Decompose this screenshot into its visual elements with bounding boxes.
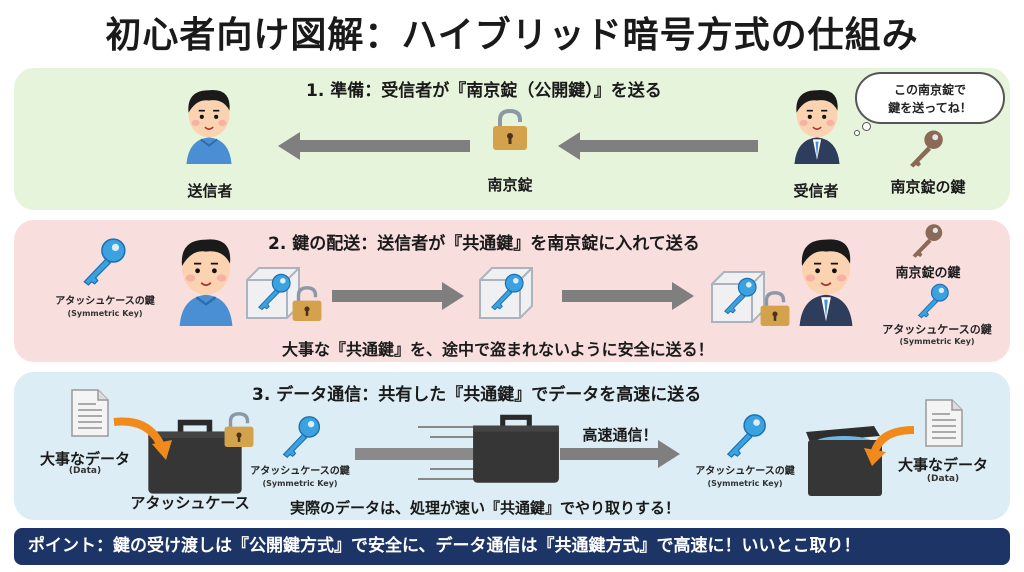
arrow-right-icon	[332, 282, 464, 310]
sym-key-label: アタッシュケースの鍵 (Symmetric Key)	[250, 466, 350, 488]
thought-dot	[854, 130, 860, 136]
padlock-icon	[290, 285, 324, 323]
blue-key-icon	[914, 282, 952, 320]
private-key-label: 南京錠の鍵	[890, 178, 966, 196]
sym-key-label: アタッシュケースの鍵 (Symmetric Key)	[55, 296, 155, 318]
arrow-right-icon	[560, 440, 680, 468]
arrow-right-icon	[562, 282, 694, 310]
arrow-left-icon	[278, 132, 470, 160]
page-title: 初心者向け図解：ハイブリッド暗号方式の仕組み	[105, 15, 919, 56]
sym-key-label-right: アタッシュケースの鍵 (Symmetric Key)	[882, 323, 992, 347]
thought-bubble: この南京錠で 鍵を送ってね！	[855, 72, 1005, 124]
blue-key-icon	[254, 272, 294, 312]
briefcase-icon	[470, 410, 562, 488]
case-label: アタッシュケース	[130, 494, 250, 512]
open-briefcase-icon	[806, 426, 882, 496]
step3-heading: 3. データ通信：共有した『共通鍵』でデータを高速に送る	[252, 385, 702, 405]
step2-caption: 大事な『共通鍵』を、途中で盗まれないように安全に送る！	[282, 340, 714, 359]
sender-label: 送信者	[187, 182, 233, 200]
sym-key-label-right: アタッシュケースの鍵 (Symmetric Key)	[695, 466, 795, 488]
data-label-right: 大事なデータ	[897, 456, 988, 474]
brown-key-icon	[908, 222, 946, 260]
speed-line	[430, 436, 480, 438]
speech-line-2: 鍵を送ってね！	[888, 101, 972, 115]
receiver-label: 受信者	[793, 182, 839, 200]
data-sub-label: (Data)	[68, 466, 102, 476]
arrow-left-icon	[558, 132, 758, 160]
document-icon	[70, 388, 110, 438]
speed-line	[418, 478, 478, 480]
step1-heading: 1. 準備：受信者が『南京錠（公開鍵）』を送る	[306, 81, 662, 101]
blue-key-icon	[720, 276, 760, 316]
sender-person-icon	[178, 82, 240, 164]
blue-key-icon	[278, 414, 324, 460]
speech-line-1: この南京錠で	[893, 83, 966, 97]
step2-heading: 2. 鍵の配送：送信者が『共通鍵』を南京錠に入れて送る	[268, 234, 700, 254]
sender-person-icon	[170, 228, 242, 328]
speed-line	[430, 468, 480, 470]
padlock-icon	[758, 290, 792, 328]
padlock-label: 南京錠	[487, 176, 533, 194]
blue-key-icon	[487, 272, 527, 312]
fast-comm-label: 高速通信！	[582, 426, 658, 444]
receiver-person-icon	[790, 228, 862, 328]
document-icon	[924, 398, 964, 448]
speed-bar	[355, 448, 475, 460]
thought-dot	[862, 122, 871, 131]
blue-key-icon	[722, 412, 770, 460]
orange-arrow-icon	[113, 417, 172, 460]
padlock-icon	[490, 108, 530, 152]
data-label: 大事なデータ	[39, 450, 130, 468]
receiver-person-icon	[786, 82, 848, 164]
orange-arrow-icon	[864, 426, 915, 466]
padlock-icon	[222, 410, 256, 450]
private-key-label: 南京錠の鍵	[895, 266, 961, 281]
point-banner: ポイント：鍵の受け渡しは『公開鍵方式』で安全に、データ通信は『共通鍵方式』で高速…	[14, 528, 1010, 565]
speed-line	[418, 426, 478, 428]
step3-caption: 実際のデータは、処理が速い『共通鍵』でやり取りする！	[290, 499, 681, 517]
data-sub-label-right: (Data)	[926, 474, 960, 484]
blue-key-icon	[78, 236, 130, 288]
brown-key-icon	[905, 128, 947, 170]
